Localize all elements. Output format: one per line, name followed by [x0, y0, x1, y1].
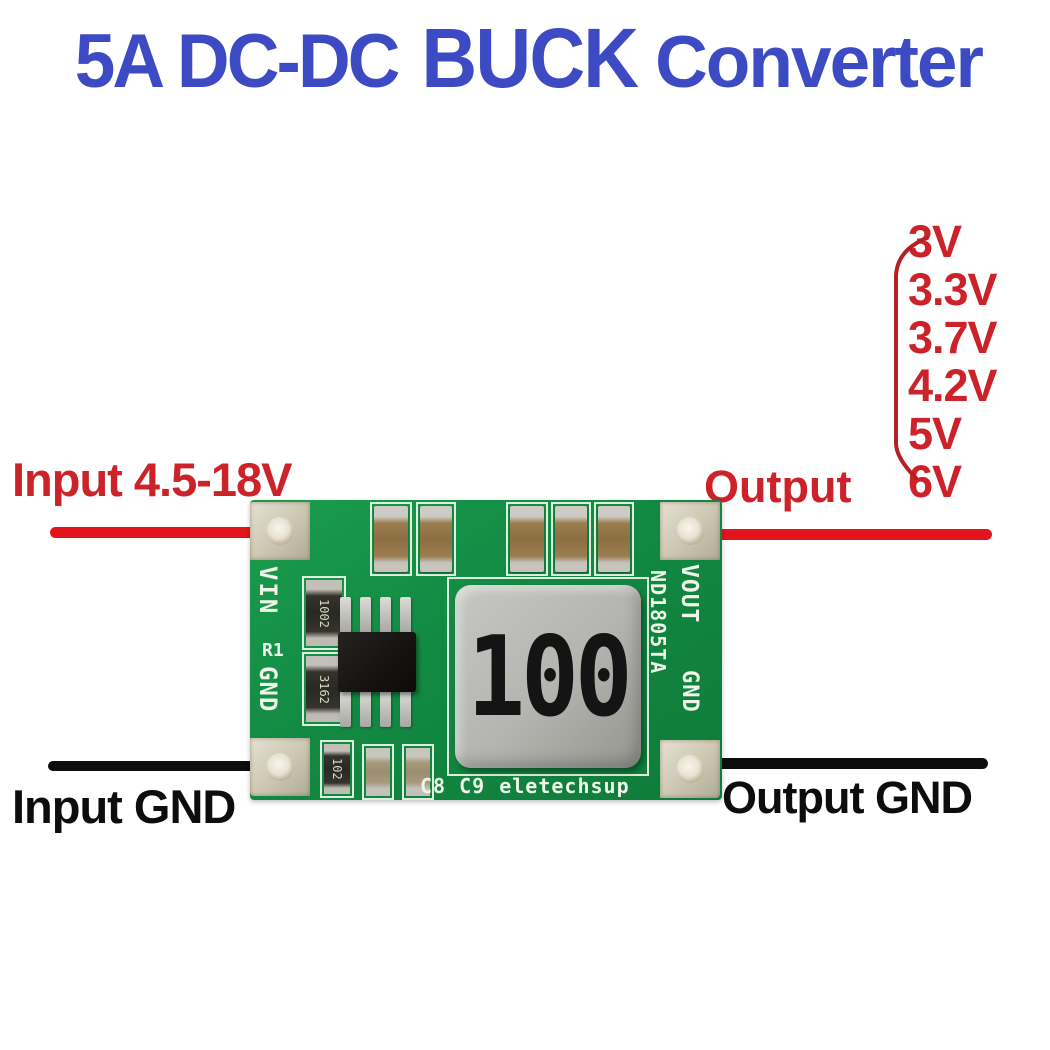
resistor-marking: 102 [330, 758, 344, 780]
output-voltage-list: 3V 3.3V 3.7V 4.2V 5V 6V [908, 218, 998, 507]
capacitor-c9 [402, 744, 434, 800]
silkscreen-vout: VOUT [676, 564, 702, 624]
silkscreen-gnd-left: GND [254, 666, 282, 713]
title-part1: 5A DC-DC [74, 19, 401, 104]
through-hole [676, 755, 704, 783]
ic-pin [340, 691, 351, 727]
resistor-body: 3162 [306, 656, 342, 722]
voltage-bracket [894, 236, 929, 480]
ic-pin [380, 691, 391, 727]
capacitor [506, 502, 548, 576]
output-label: Output [704, 461, 852, 512]
input-gnd-label: Input GND [12, 780, 236, 833]
resistor-marking: 3162 [317, 674, 331, 704]
input-voltage-label: Input 4.5-18V [12, 453, 293, 506]
title-part3: Converter [655, 22, 984, 103]
ic-pin [400, 691, 411, 727]
voltage-item: 6V [908, 456, 962, 507]
inductor: 100 [455, 585, 641, 768]
silkscreen-brand: eletechsup [499, 774, 630, 798]
ic-pin [380, 597, 391, 633]
capacitor [370, 502, 412, 576]
capacitor-body [555, 506, 587, 572]
through-hole [266, 517, 294, 545]
resistor: 102 [320, 740, 354, 798]
capacitor-body [374, 506, 408, 572]
ic-pin [360, 597, 371, 633]
silkscreen-cap-labels: C8 C9 [420, 774, 486, 798]
capacitor-body [420, 506, 452, 572]
capacitor-c8 [362, 744, 394, 800]
input-gnd-wire-line [48, 761, 288, 771]
input-wire-line [50, 527, 292, 538]
capacitor-body [510, 506, 544, 572]
voltage-item: 3.3V [908, 264, 998, 315]
ic-pin [360, 691, 371, 727]
resistor-body: 1002 [306, 580, 342, 646]
capacitor-body [366, 748, 390, 796]
silkscreen-vin: VIN [254, 566, 282, 616]
output-gnd-wire-line [676, 758, 988, 769]
capacitor [551, 502, 591, 576]
inductor-marking: 100 [467, 612, 632, 741]
solder-pad-gnd-out [660, 740, 720, 798]
ic-pin [340, 597, 351, 633]
ic-chip [338, 632, 416, 692]
inductor-silkscreen-outline [447, 577, 649, 776]
ic-pin [400, 597, 411, 633]
voltage-item: 4.2V [908, 360, 998, 411]
resistor-marking: 1002 [317, 598, 331, 628]
voltage-item: 3.7V [908, 312, 998, 363]
silkscreen-r1: R1 [262, 640, 284, 661]
voltage-item: 5V [908, 408, 962, 459]
pcb-board: VIN GND R1 1002 3162 102 100 ND1805TA VO… [250, 500, 722, 800]
title-part2: BUCK [421, 11, 640, 105]
silkscreen-bottom-text: C8 C9 eletechsup [420, 774, 630, 798]
capacitor [416, 502, 456, 576]
solder-pad-vout [660, 502, 720, 560]
resistor-body: 102 [324, 744, 350, 794]
capacitor [594, 502, 634, 576]
solder-pad-vin [250, 502, 310, 560]
silkscreen-part-number: ND1805TA [646, 570, 670, 675]
capacitor-body [406, 748, 430, 796]
capacitor-body [598, 506, 630, 572]
output-wire-line [678, 529, 992, 540]
resistor: 3162 [302, 652, 346, 726]
resistor: 1002 [302, 576, 346, 650]
solder-pad-gnd-in [250, 738, 310, 796]
through-hole [676, 517, 704, 545]
silkscreen-gnd-right: GND [677, 670, 702, 713]
through-hole [266, 753, 294, 781]
output-gnd-label: Output GND [722, 772, 973, 823]
